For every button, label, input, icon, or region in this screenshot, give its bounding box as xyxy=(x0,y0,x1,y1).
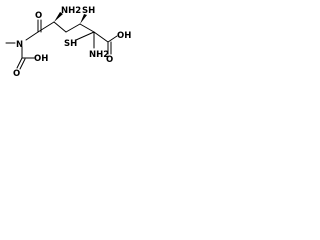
label-o-right: O xyxy=(106,55,113,65)
bond-n-amide-carbon xyxy=(25,31,39,41)
bond-carbamoyl-oxygen-double-b xyxy=(19,58,26,70)
wedge-thiol-carbon-sh xyxy=(80,14,87,24)
label-nh2-bottom: NH2 xyxy=(89,50,109,60)
label-sh-mid: SH xyxy=(64,39,77,49)
molecular-structure-diagram: NH2 O SH N OH O SH NH2 OH O xyxy=(5,6,131,79)
bond-thiol-carbon-quaternary xyxy=(79,23,95,33)
bond-quaternary-carboxyl xyxy=(93,31,109,43)
bond-carboxyl-hydroxyl xyxy=(107,35,118,43)
label-oh-right: OH xyxy=(117,31,131,41)
label-nh2-top: NH2 xyxy=(61,6,81,16)
label-o-bottom-left: O xyxy=(13,69,20,79)
bond-amide-alpha-carbon xyxy=(37,21,55,33)
bond-carbamoyl-oxygen-double-a xyxy=(16,57,23,69)
label-oh-left: OH xyxy=(34,54,48,64)
bond-alpha-methylene xyxy=(53,21,67,33)
wedge-alpha-amine xyxy=(54,12,63,22)
label-sh-top: SH xyxy=(82,6,95,16)
bond-lines xyxy=(5,19,118,70)
bond-quaternary-thiol xyxy=(75,31,95,41)
label-n-methyl: N xyxy=(16,40,23,50)
bond-methylene-thiol-carbon xyxy=(65,23,81,33)
label-o-left: O xyxy=(35,11,42,21)
